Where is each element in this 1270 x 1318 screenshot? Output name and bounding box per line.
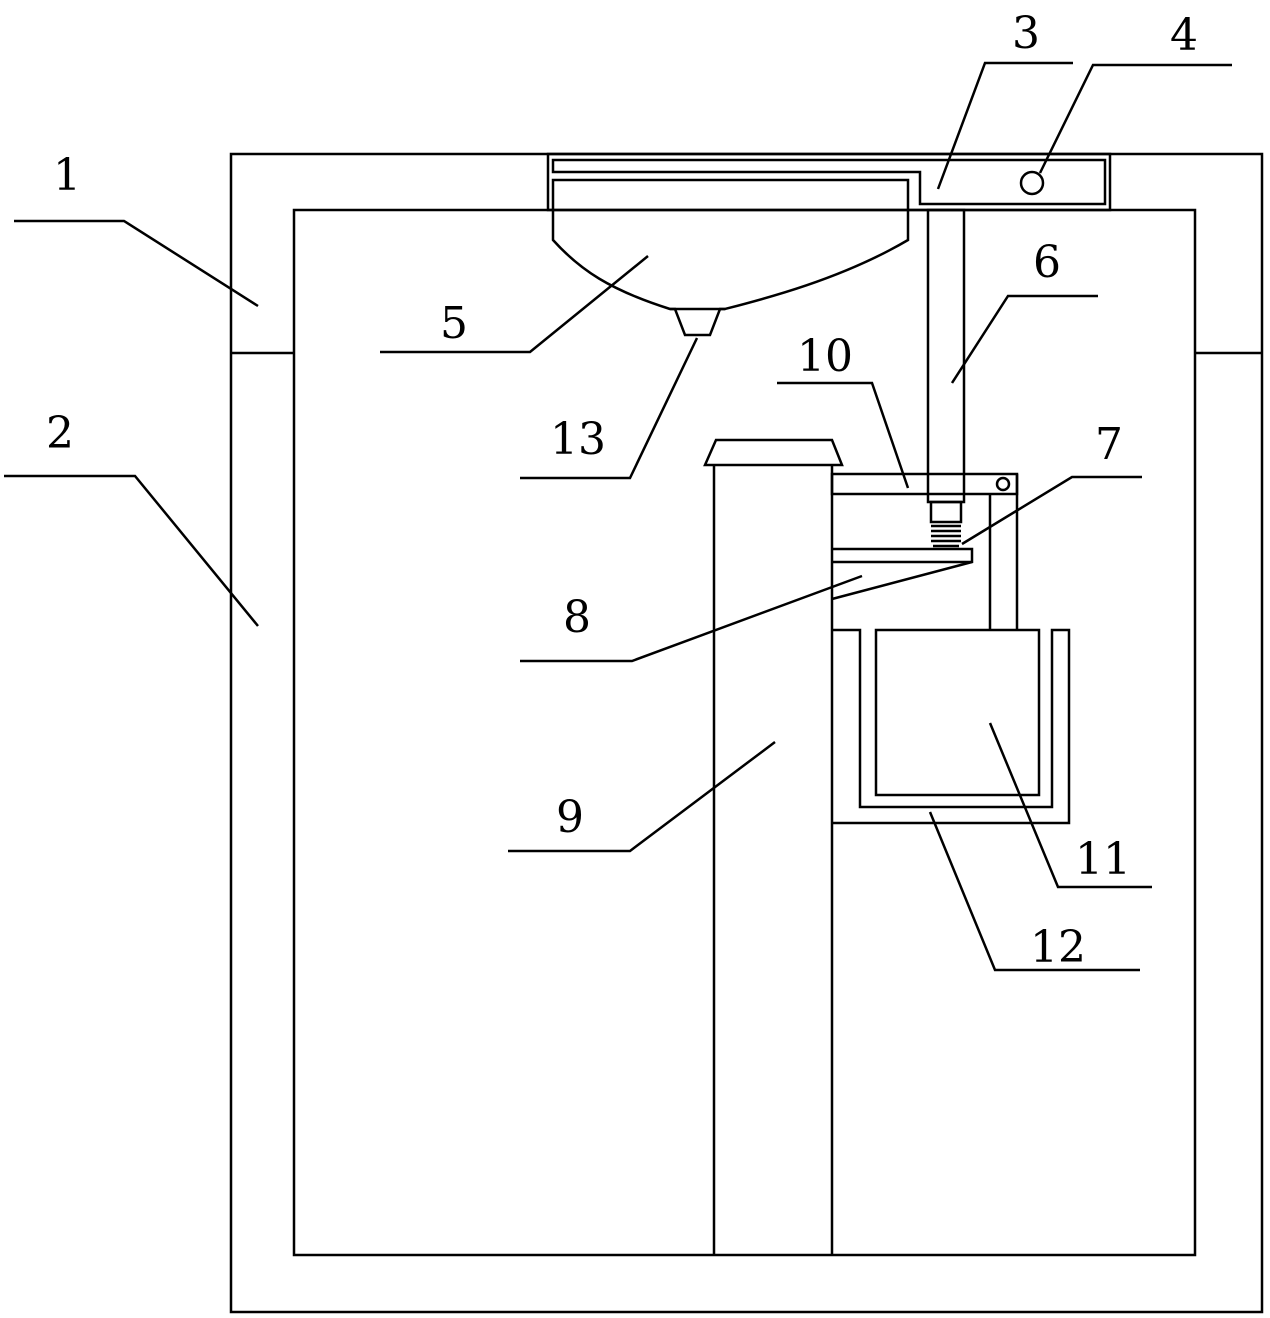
leader-13 <box>520 337 699 480</box>
leader-12 <box>928 811 1140 972</box>
label-2: 2 <box>46 408 74 459</box>
label-8: 8 <box>563 592 591 643</box>
label-1: 1 <box>53 150 81 201</box>
lever <box>831 547 974 601</box>
leader-3 <box>936 61 1073 190</box>
label-10: 10 <box>797 331 853 382</box>
label-3: 3 <box>1012 8 1040 59</box>
top-rail-housing <box>546 152 1112 212</box>
top-rail-channel <box>551 158 1107 206</box>
pivot-4 <box>1019 170 1045 196</box>
leader-4 <box>1038 63 1232 174</box>
leader-7 <box>961 475 1142 546</box>
frame-pivot <box>995 476 1011 492</box>
spring <box>931 524 961 548</box>
hopper <box>551 178 910 337</box>
outer-housing <box>229 152 1264 1314</box>
rod-foot <box>929 500 963 524</box>
leader-2 <box>4 474 259 627</box>
leader-10 <box>777 381 910 489</box>
leader-5 <box>380 255 649 354</box>
leader-6 <box>950 294 1098 384</box>
label-4: 4 <box>1170 10 1198 61</box>
label-7: 7 <box>1095 419 1123 470</box>
label-9: 9 <box>556 792 584 843</box>
leader-9 <box>508 741 776 853</box>
label-12: 12 <box>1030 922 1086 973</box>
label-5: 5 <box>440 298 468 349</box>
column-cap <box>703 438 844 467</box>
label-6: 6 <box>1033 237 1061 288</box>
vertical-rod <box>926 208 966 504</box>
label-13: 13 <box>550 414 606 465</box>
frame-10 <box>830 472 1019 496</box>
inner-chamber <box>292 208 1197 1257</box>
tray-outer <box>832 628 1071 825</box>
label-11: 11 <box>1075 834 1131 885</box>
leader-1 <box>14 219 259 308</box>
container-11 <box>874 628 1041 797</box>
leader-8 <box>520 574 863 663</box>
leader-11 <box>988 722 1152 889</box>
